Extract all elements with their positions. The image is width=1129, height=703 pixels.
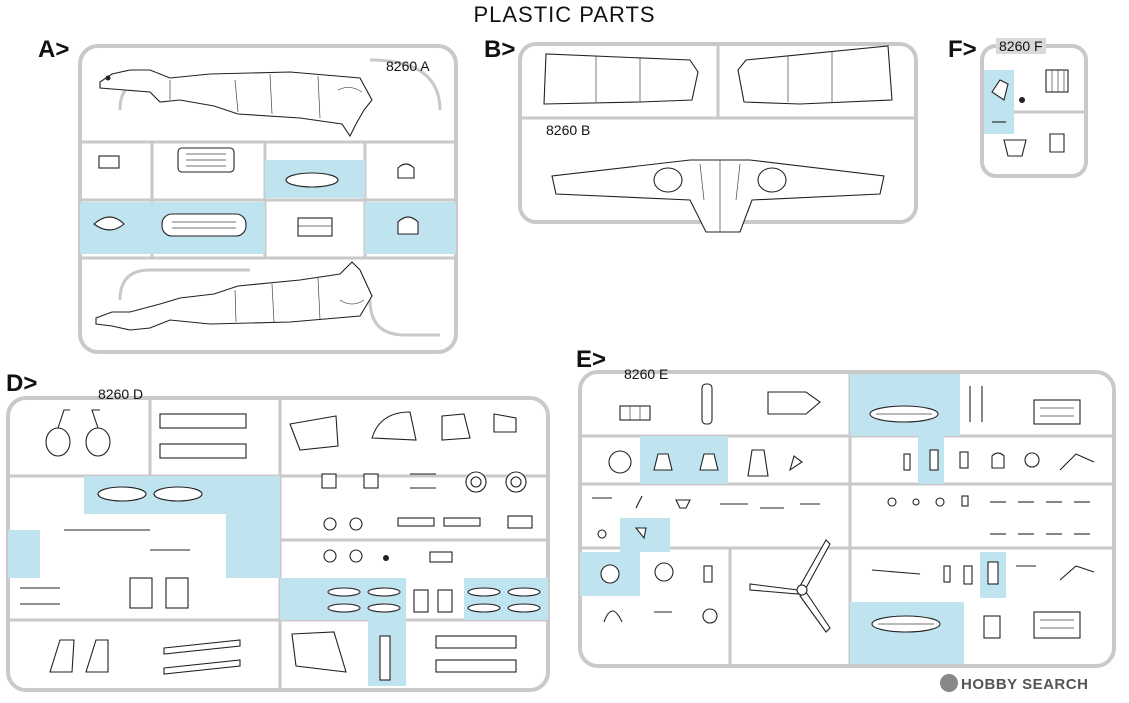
sprue-d [6, 396, 550, 692]
sprue-b-letter: B> [484, 36, 516, 63]
sprue-e-code: 8260 E [624, 366, 669, 382]
sprue-f [980, 44, 1088, 178]
watermark-text: HOBBY SEARCH [961, 676, 1089, 693]
sprue-a [78, 44, 458, 354]
sprue-a-letter: A> [38, 36, 70, 63]
watermark: HOBBY SEARCH [940, 674, 1089, 694]
sprue-d-letter: D> [6, 370, 38, 397]
sprue-d-code: 8260 D [98, 386, 144, 402]
sprue-e [578, 370, 1116, 668]
sprue-f-code: 8260 F [996, 38, 1046, 54]
hobbysearch-logo-icon [940, 674, 958, 693]
page-title: PLASTIC PARTS [473, 2, 656, 27]
sprue-b [518, 42, 918, 233]
sprue-b-code: 8260 B [546, 122, 591, 138]
sprue-e-letter: E> [576, 346, 607, 373]
sprue-a-code: 8260 A [386, 58, 430, 74]
sprue-f-letter: F> [948, 36, 977, 63]
